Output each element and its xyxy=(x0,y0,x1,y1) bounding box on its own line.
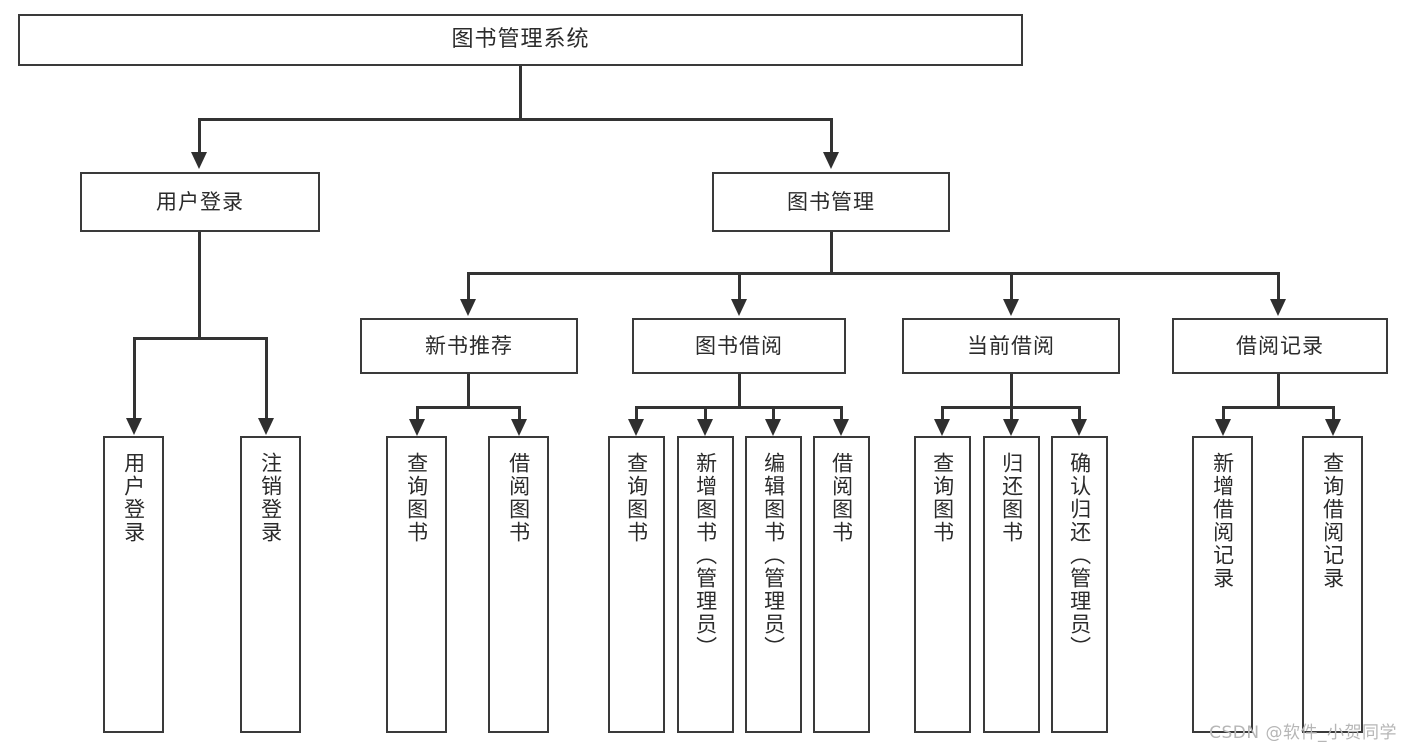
edge-cb-drop-3 xyxy=(1078,406,1081,420)
node-label: 图书借阅 xyxy=(695,333,783,358)
arrowhead-icon-br-leaf-1 xyxy=(1215,419,1231,436)
edge-user-login-drop-1 xyxy=(133,337,136,419)
arrowhead-icon-bb-leaf-2 xyxy=(697,419,713,436)
edge-book-manage-drop-3 xyxy=(1010,272,1013,300)
node-book-borrow[interactable]: 图书借阅 xyxy=(632,318,846,374)
node-new-book-recommend[interactable]: 新书推荐 xyxy=(360,318,578,374)
edge-user-login-stem xyxy=(198,232,201,337)
leaf-edit-book[interactable]: 编辑图书（管理员） xyxy=(745,436,802,733)
arrowhead-icon-leaf-logout-login xyxy=(258,418,274,435)
arrowhead-icon-new-book-recommend xyxy=(460,299,476,316)
node-current-borrow[interactable]: 当前借阅 xyxy=(902,318,1120,374)
leaf-return-book[interactable]: 归还图书 xyxy=(983,436,1040,733)
arrowhead-icon-cb-leaf-3 xyxy=(1071,419,1087,436)
edge-bb-drop-4 xyxy=(840,406,843,420)
arrowhead-icon-nbr-leaf-2 xyxy=(511,419,527,436)
arrowhead-icon-cb-leaf-1 xyxy=(934,419,950,436)
leaf-label: 借阅图书 xyxy=(506,452,531,544)
leaf-label: 新增借阅记录 xyxy=(1210,452,1235,590)
edge-root-stem xyxy=(519,66,522,118)
edge-user-login-bus xyxy=(133,337,268,340)
leaf-confirm-return[interactable]: 确认归还（管理员） xyxy=(1051,436,1108,733)
leaf-query-book-3[interactable]: 查询图书 xyxy=(914,436,971,733)
arrowhead-icon-book-borrow xyxy=(731,299,747,316)
edge-root-to-user-login xyxy=(198,118,201,153)
leaf-user-login[interactable]: 用户登录 xyxy=(103,436,164,733)
node-borrow-record[interactable]: 借阅记录 xyxy=(1172,318,1388,374)
node-label: 借阅记录 xyxy=(1236,333,1324,358)
edge-br-bus xyxy=(1222,406,1335,409)
edge-book-manage-drop-2 xyxy=(738,272,741,300)
leaf-borrow-book-2[interactable]: 借阅图书 xyxy=(813,436,870,733)
edge-cb-drop-1 xyxy=(941,406,944,420)
arrowhead-icon-user-login xyxy=(191,152,207,169)
arrowhead-icon-cb-leaf-2 xyxy=(1003,419,1019,436)
csdn-watermark: CSDN @软件_小贺同学 xyxy=(1209,723,1397,743)
arrowhead-icon-book-manage xyxy=(823,152,839,169)
edge-nbr-drop-2 xyxy=(518,406,521,420)
edge-nbr-drop-1 xyxy=(416,406,419,420)
edge-bb-stem xyxy=(738,374,741,406)
leaf-label: 用户登录 xyxy=(121,452,146,544)
leaf-label: 借阅图书 xyxy=(829,452,854,544)
arrowhead-icon-nbr-leaf-1 xyxy=(409,419,425,436)
leaf-query-book-1[interactable]: 查询图书 xyxy=(386,436,447,733)
leaf-query-borrow-record[interactable]: 查询借阅记录 xyxy=(1302,436,1363,733)
edge-bb-drop-3 xyxy=(772,406,775,420)
edge-book-manage-drop-4 xyxy=(1277,272,1280,300)
edge-bb-drop-1 xyxy=(635,406,638,420)
edge-book-manage-bus xyxy=(467,272,1280,275)
edge-br-drop-2 xyxy=(1332,406,1335,420)
edge-user-login-drop-2 xyxy=(265,337,268,419)
arrowhead-icon-bb-leaf-1 xyxy=(628,419,644,436)
leaf-borrow-book-1[interactable]: 借阅图书 xyxy=(488,436,549,733)
edge-bb-drop-2 xyxy=(704,406,707,420)
edge-root-to-book-manage xyxy=(830,118,833,153)
leaf-logout-login[interactable]: 注销登录 xyxy=(240,436,301,733)
edge-cb-drop-2 xyxy=(1010,406,1013,420)
edge-bb-bus xyxy=(635,406,842,409)
arrowhead-icon-bb-leaf-4 xyxy=(833,419,849,436)
leaf-label: 确认归还（管理员） xyxy=(1067,452,1092,659)
leaf-label: 编辑图书（管理员） xyxy=(761,452,786,659)
leaf-label: 查询借阅记录 xyxy=(1320,452,1345,590)
node-label: 用户登录 xyxy=(156,189,244,214)
edge-br-stem xyxy=(1277,374,1280,406)
leaf-label: 注销登录 xyxy=(258,452,283,544)
leaf-add-borrow-record[interactable]: 新增借阅记录 xyxy=(1192,436,1253,733)
leaf-query-book-2[interactable]: 查询图书 xyxy=(608,436,665,733)
node-book-manage[interactable]: 图书管理 xyxy=(712,172,950,232)
node-label: 当前借阅 xyxy=(967,333,1055,358)
leaf-label: 查询图书 xyxy=(624,452,649,544)
arrowhead-icon-br-leaf-2 xyxy=(1325,419,1341,436)
node-user-login[interactable]: 用户登录 xyxy=(80,172,320,232)
edge-book-manage-drop-1 xyxy=(467,272,470,300)
arrowhead-icon-current-borrow xyxy=(1003,299,1019,316)
arrowhead-icon-bb-leaf-3 xyxy=(765,419,781,436)
leaf-label: 新增图书（管理员） xyxy=(693,452,718,659)
leaf-label: 查询图书 xyxy=(404,452,429,544)
edge-book-manage-stem xyxy=(830,232,833,272)
node-label: 图书管理 xyxy=(787,189,875,214)
node-label: 图书管理系统 xyxy=(451,27,590,53)
leaf-label: 查询图书 xyxy=(930,452,955,544)
leaf-label: 归还图书 xyxy=(999,452,1024,544)
arrowhead-icon-leaf-user-login xyxy=(126,418,142,435)
arrowhead-icon-borrow-record xyxy=(1270,299,1286,316)
node-root-system[interactable]: 图书管理系统 xyxy=(18,14,1023,66)
edge-nbr-bus xyxy=(416,406,521,409)
leaf-add-book[interactable]: 新增图书（管理员） xyxy=(677,436,734,733)
edge-cb-stem xyxy=(1010,374,1013,406)
node-label: 新书推荐 xyxy=(425,333,513,358)
edge-nbr-stem xyxy=(467,374,470,406)
edge-root-bus xyxy=(198,118,833,121)
edge-br-drop-1 xyxy=(1222,406,1225,420)
